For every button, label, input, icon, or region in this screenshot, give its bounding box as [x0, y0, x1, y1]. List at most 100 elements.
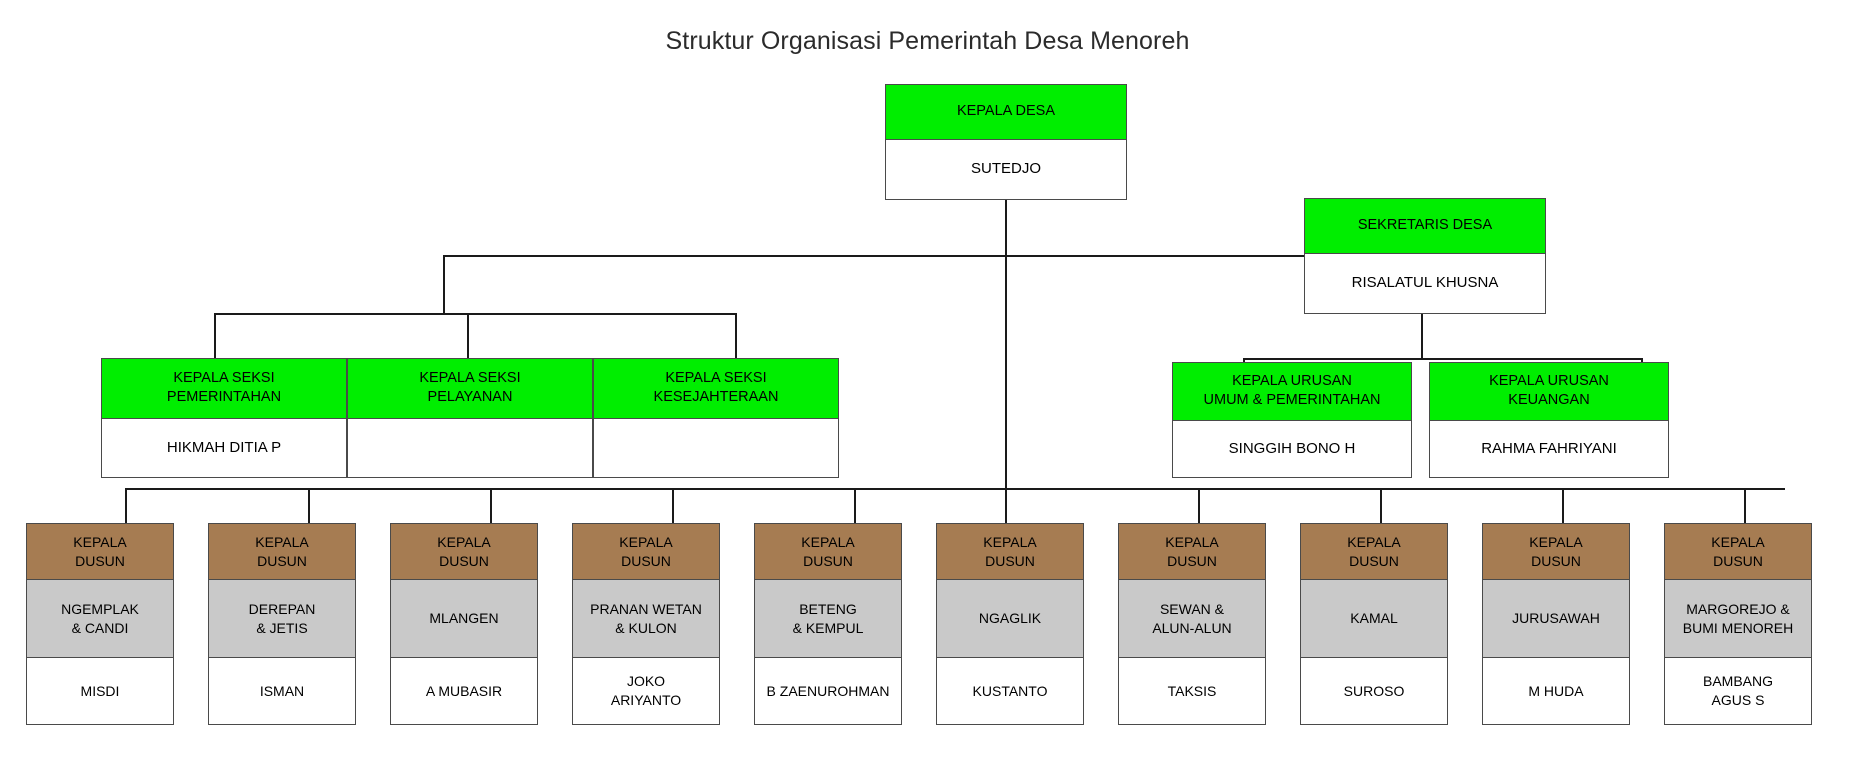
- node-dusun-4-area: PRANAN WETAN & KULON: [573, 580, 719, 658]
- node-seksi-pelayanan-body: [348, 419, 592, 477]
- connector-seksi-drop-3: [735, 313, 737, 358]
- node-dusun-5-area-line1: BETENG: [799, 600, 857, 617]
- node-urusan-keuangan-title-line2: KEUANGAN: [1508, 392, 1590, 408]
- node-kepala-desa-title-text: KEPALA DESA: [956, 102, 1056, 119]
- node-dusun-10-person: BAMBANG AGUS S: [1665, 658, 1811, 724]
- node-dusun-1-title-line2: DUSUN: [75, 552, 125, 569]
- node-dusun-4-title-line2: DUSUN: [621, 552, 671, 569]
- node-dusun-5-person: B ZAENUROHMAN: [755, 658, 901, 724]
- node-dusun-9-title: KEPALA DUSUN: [1483, 524, 1629, 580]
- node-dusun-5-area-line2: & KEMPUL: [792, 619, 864, 636]
- node-urusan-keuangan-name: RAHMA FAHRIYANI: [1481, 440, 1617, 458]
- node-dusun-10-person-line1: BAMBANG: [1702, 673, 1773, 690]
- node-dusun-10-title-line2: DUSUN: [1713, 552, 1763, 569]
- node-dusun-8-area-line1: KAMAL: [1350, 610, 1398, 627]
- node-seksi-pemerintahan[interactable]: KEPALA SEKSI PEMERINTAHAN HIKMAH DITIA P: [101, 358, 347, 478]
- node-dusun-3-area: MLANGEN: [391, 580, 537, 658]
- node-dusun-7-title-line2: DUSUN: [1167, 552, 1217, 569]
- node-dusun-9-area: JURUSAWAH: [1483, 580, 1629, 658]
- node-urusan-keuangan-body: RAHMA FAHRIYANI: [1430, 421, 1668, 477]
- node-seksi-pelayanan[interactable]: KEPALA SEKSI PELAYANAN: [347, 358, 593, 478]
- node-dusun-2-person-line1: ISMAN: [259, 682, 305, 699]
- node-urusan-umum-title: KEPALA URUSAN UMUM & PEMERINTAHAN: [1173, 363, 1411, 421]
- node-dusun-9-person: M HUDA: [1483, 658, 1629, 724]
- node-dusun-beteng-kempul[interactable]: KEPALA DUSUN BETENG & KEMPUL B ZAENUROHM…: [754, 523, 902, 725]
- node-sekretaris-desa[interactable]: SEKRETARIS DESA RISALATUL KHUSNA: [1304, 198, 1546, 314]
- page-title: Struktur Organisasi Pemerintah Desa Meno…: [665, 27, 1190, 55]
- connector-urusan-bar: [1243, 358, 1643, 360]
- node-seksi-pelayanan-title: KEPALA SEKSI PELAYANAN: [348, 359, 592, 419]
- node-dusun-10-area-line2: BUMI MENOREH: [1682, 619, 1794, 636]
- node-kepala-desa[interactable]: KEPALA DESA SUTEDJO: [885, 84, 1127, 200]
- node-dusun-9-title-line2: DUSUN: [1531, 552, 1581, 569]
- node-seksi-kesejahteraan-title-line2: KESEJAHTERAAN: [653, 389, 779, 405]
- node-dusun-2-title-line1: KEPALA: [255, 533, 309, 550]
- node-dusun-10-title-line1: KEPALA: [1711, 533, 1765, 550]
- node-dusun-3-area-line1: MLANGEN: [429, 610, 499, 627]
- connector-to-seksi-branch: [443, 255, 1007, 257]
- node-seksi-pemerintahan-title-line1: KEPALA SEKSI: [173, 369, 275, 386]
- node-dusun-8-person-line1: SUROSO: [1343, 682, 1405, 699]
- node-dusun-9-title-line1: KEPALA: [1529, 533, 1583, 550]
- node-dusun-1-area: NGEMPLAK & CANDI: [27, 580, 173, 658]
- node-dusun-3-person: A MUBASIR: [391, 658, 537, 724]
- connector-dusun-drop-10: [1744, 488, 1746, 523]
- node-dusun-1-area-line1: NGEMPLAK: [61, 600, 139, 617]
- connector-dusun-drop-5: [854, 488, 856, 523]
- node-urusan-umum-pemerintahan[interactable]: KEPALA URUSAN UMUM & PEMERINTAHAN SINGGI…: [1172, 362, 1412, 478]
- node-dusun-2-area-line2: & JETIS: [256, 619, 308, 636]
- node-seksi-pelayanan-title-line2: PELAYANAN: [427, 389, 513, 405]
- node-dusun-10-area-line1: MARGOREJO &: [1686, 600, 1790, 617]
- connector-sekretaris-stub: [1421, 312, 1423, 360]
- node-seksi-kesejahteraan-body: [594, 419, 838, 477]
- node-dusun-5-title-line2: DUSUN: [803, 552, 853, 569]
- node-dusun-2-title-line2: DUSUN: [257, 552, 307, 569]
- node-dusun-9-area-line1: JURUSAWAH: [1512, 610, 1600, 627]
- node-seksi-kesejahteraan[interactable]: KEPALA SEKSI KESEJAHTERAAN: [593, 358, 839, 478]
- node-dusun-4-area-line2: & KULON: [615, 619, 677, 636]
- node-dusun-6-area-line1: NGAGLIK: [978, 610, 1042, 627]
- node-dusun-7-area-line2: ALUN-ALUN: [1152, 619, 1232, 636]
- node-dusun-margorejo-bumi-menoreh[interactable]: KEPALA DUSUN MARGOREJO & BUMI MENOREH BA…: [1664, 523, 1812, 725]
- node-dusun-4-title-line1: KEPALA: [619, 533, 673, 550]
- node-dusun-pranan-wetan-kulon[interactable]: KEPALA DUSUN PRANAN WETAN & KULON JOKO A…: [572, 523, 720, 725]
- connector-dusun-drop-8: [1380, 488, 1382, 523]
- node-dusun-4-person-line2: ARIYANTO: [610, 692, 682, 708]
- connector-kepala-desa-spine: [1005, 200, 1007, 522]
- connector-seksi-branch-drop: [443, 255, 445, 315]
- node-dusun-5-title: KEPALA DUSUN: [755, 524, 901, 580]
- node-dusun-sewan-alun-alun[interactable]: KEPALA DUSUN SEWAN & ALUN-ALUN TAKSIS: [1118, 523, 1266, 725]
- node-dusun-2-person: ISMAN: [209, 658, 355, 724]
- node-dusun-1-title-line1: KEPALA: [73, 533, 127, 550]
- node-dusun-6-title: KEPALA DUSUN: [937, 524, 1083, 580]
- node-dusun-6-title-line1: KEPALA: [983, 533, 1037, 550]
- node-seksi-pemerintahan-body: HIKMAH DITIA P: [102, 419, 346, 477]
- node-dusun-jurusawah[interactable]: KEPALA DUSUN JURUSAWAH M HUDA: [1482, 523, 1630, 725]
- node-sekretaris-desa-title-text: SEKRETARIS DESA: [1357, 216, 1493, 233]
- node-seksi-kesejahteraan-title-line1: KEPALA SEKSI: [665, 369, 767, 386]
- node-dusun-1-person-line1: MISDI: [80, 682, 120, 699]
- node-dusun-ngaglik[interactable]: KEPALA DUSUN NGAGLIK KUSTANTO: [936, 523, 1084, 725]
- node-dusun-ngemplak-candi[interactable]: KEPALA DUSUN NGEMPLAK & CANDI MISDI: [26, 523, 174, 725]
- node-dusun-3-title: KEPALA DUSUN: [391, 524, 537, 580]
- node-dusun-8-title-line2: DUSUN: [1349, 552, 1399, 569]
- connector-dusun-drop-1: [125, 488, 127, 523]
- connector-dusun-drop-6: [1005, 488, 1007, 523]
- node-dusun-7-area: SEWAN & ALUN-ALUN: [1119, 580, 1265, 658]
- node-dusun-kamal[interactable]: KEPALA DUSUN KAMAL SUROSO: [1300, 523, 1448, 725]
- node-dusun-7-title-line1: KEPALA: [1165, 533, 1219, 550]
- node-urusan-keuangan[interactable]: KEPALA URUSAN KEUANGAN RAHMA FAHRIYANI: [1429, 362, 1669, 478]
- node-urusan-umum-name: SINGGIH BONO H: [1228, 440, 1356, 458]
- node-urusan-keuangan-title: KEPALA URUSAN KEUANGAN: [1430, 363, 1668, 421]
- node-dusun-8-person: SUROSO: [1301, 658, 1447, 724]
- node-dusun-1-area-line2: & CANDI: [71, 619, 129, 636]
- node-dusun-6-area: NGAGLIK: [937, 580, 1083, 658]
- node-dusun-4-person-line1: JOKO: [626, 673, 666, 690]
- node-dusun-7-person-line1: TAKSIS: [1167, 682, 1217, 699]
- node-dusun-derepan-jetis[interactable]: KEPALA DUSUN DEREPAN & JETIS ISMAN: [208, 523, 356, 725]
- node-dusun-mlangen[interactable]: KEPALA DUSUN MLANGEN A MUBASIR: [390, 523, 538, 725]
- connector-dusun-drop-9: [1562, 488, 1564, 523]
- node-dusun-1-person: MISDI: [27, 658, 173, 724]
- node-sekretaris-desa-name: RISALATUL KHUSNA: [1351, 274, 1499, 292]
